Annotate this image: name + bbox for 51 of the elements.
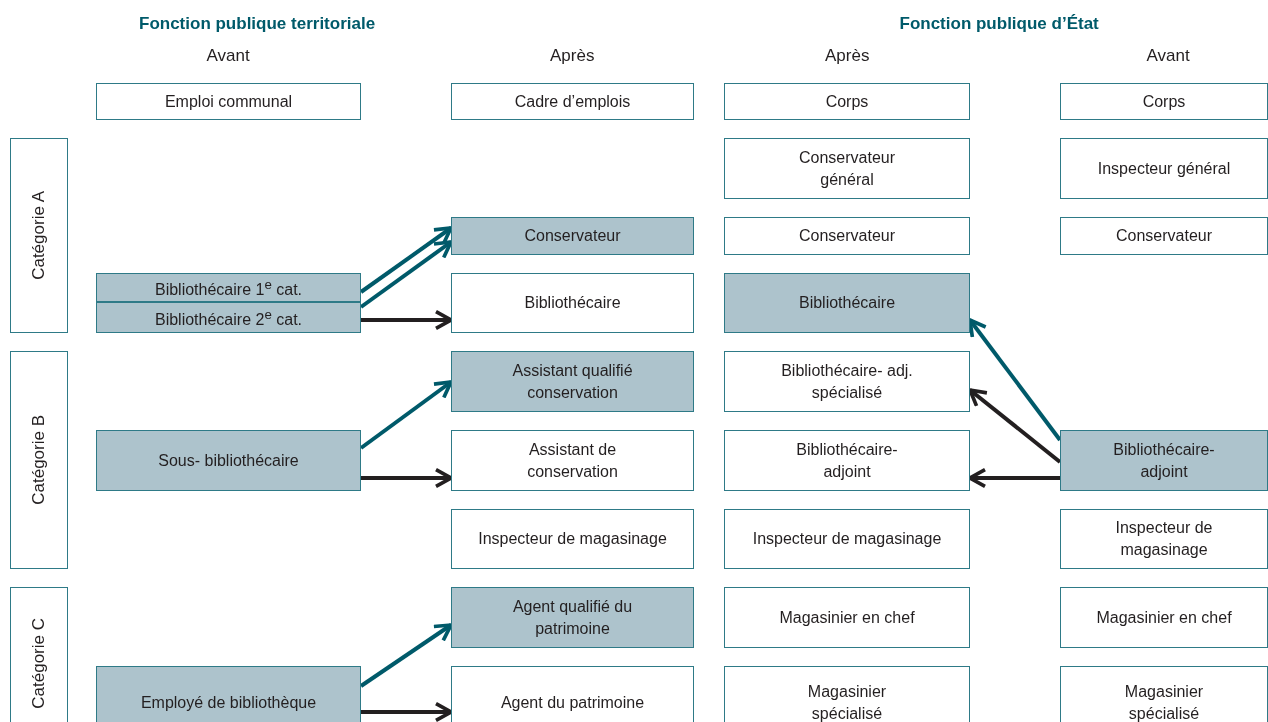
column-label: Après [825,46,870,66]
category-label: Catégorie A [28,191,49,280]
arrow [359,623,453,688]
column-header-box: Cadre d’emplois [451,83,694,120]
position-box: Magasinier spécialisé [724,666,970,722]
arrow [359,380,453,450]
position-box: Conservateur [1060,217,1268,255]
arrow [359,226,453,294]
column-label: Avant [206,46,250,66]
arrow [361,701,453,722]
position-box: Assistant de conservation [451,430,694,491]
column-header-box: Corps [724,83,970,120]
position-box: Inspecteur de magasinage [451,509,694,569]
arrow [968,467,1060,489]
column-header-box: Emploi communal [96,83,361,120]
position-box: Inspecteur de magasinage [1060,509,1268,569]
position-box: Inspecteur de magasinage [724,509,970,569]
section-heading: Fonction publique d’État [899,14,1099,34]
position-box: Conservateur [451,217,694,255]
position-box: Employé de bibliothèque [96,666,361,722]
arrow [361,309,453,331]
position-box: Sous- bibliothécaire [96,430,361,491]
position-box: Assistant qualifié conservation [451,351,694,412]
position-box: Bibliothécaire- adjoint [1060,430,1268,491]
arrow [361,467,453,489]
position-box: Magasinier en chef [724,587,970,648]
position-box: Conservateur général [724,138,970,199]
column-label: Après [550,46,595,66]
position-box: Bibliothécaire [451,273,694,333]
position-box: Bibliothécaire 2$^{e}$ cat. [96,302,361,333]
arrow [968,318,1062,442]
column-label: Avant [1146,46,1190,66]
position-box: Bibliothécaire [724,273,970,333]
category-band [10,351,68,569]
category-label: Catégorie C [28,618,49,709]
position-box: Bibliothécaire- adjoint [724,430,970,491]
position-box: Inspecteur général [1060,138,1268,199]
position-box: Conservateur [724,217,970,255]
category-label: Catégorie B [28,415,49,505]
arrow [359,240,453,309]
position-box: Agent qualifié du patrimoine [451,587,694,648]
section-heading: Fonction publique territoriale [139,14,376,34]
category-band [10,138,68,333]
position-box: Magasinier en chef [1060,587,1268,648]
position-box: Magasinier spécialisé [1060,666,1268,722]
column-header-box: Corps [1060,83,1268,120]
arrow [968,388,1062,464]
position-box: Bibliothécaire 1$^{e}$ cat. [96,273,361,302]
position-box: Agent du patrimoine [451,666,694,722]
category-band [10,587,68,722]
position-box: Bibliothécaire- adj. spécialisé [724,351,970,412]
